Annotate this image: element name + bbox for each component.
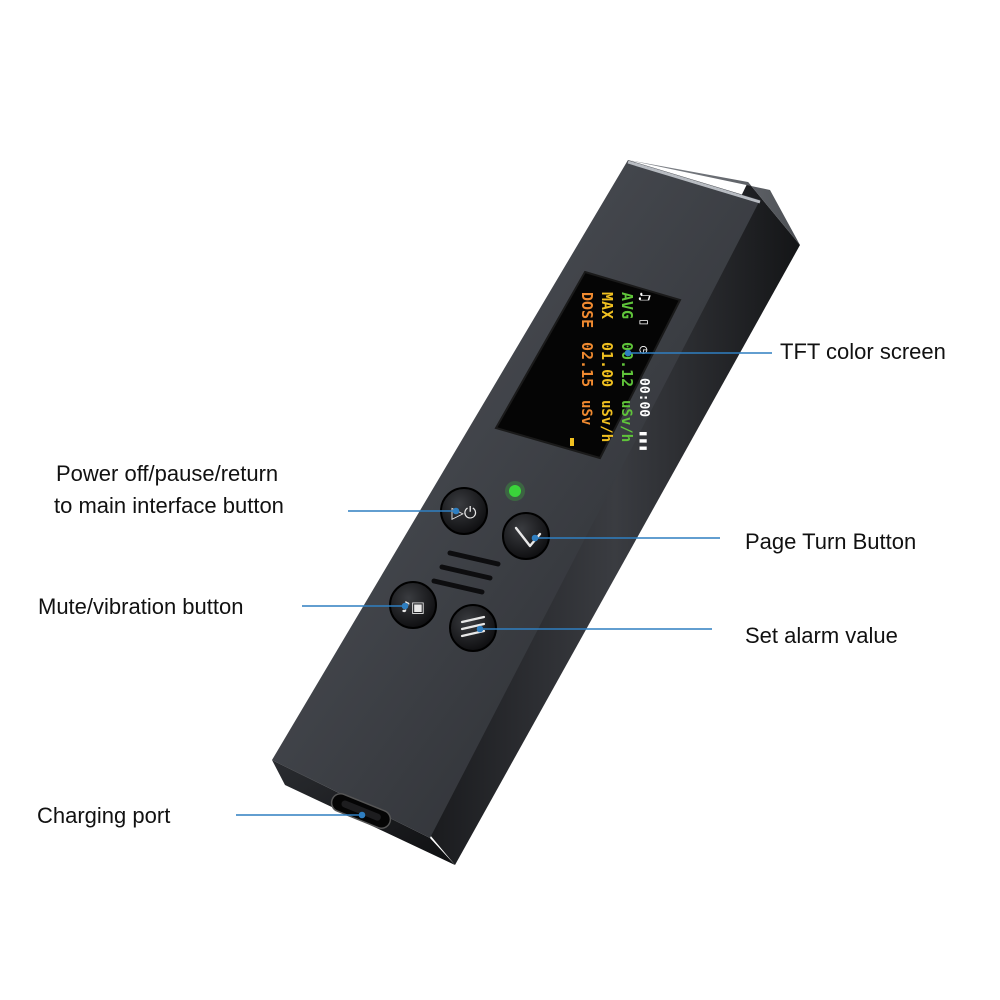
device-top-face [628, 160, 800, 245]
screen-avg-unit: uSv/h [618, 400, 634, 442]
callout-tft-screen: TFT color screen [780, 339, 946, 364]
screen-bell-icon: ♫ [636, 292, 654, 301]
screen-dose-value: 02.15 [578, 342, 596, 387]
status-led-glow [505, 481, 525, 501]
screen-dose-unit: uSv [578, 400, 594, 425]
tft-screen: ♫ ▯ ◷ 00:00 ▮▮▮ AVG 00.12 uSv/h MAX 01.0… [494, 270, 682, 460]
screen-clock-icon: ◷ [636, 346, 651, 354]
charging-port[interactable] [329, 791, 393, 831]
leader-lines [236, 349, 772, 819]
screen-level-bar [570, 438, 574, 446]
screen-avg-value: 00.12 [618, 342, 636, 387]
status-led [509, 485, 521, 497]
callout-power-line1: Power off/pause/return [56, 461, 279, 486]
screen-max-value: 01.00 [598, 342, 616, 387]
speaker-grille [431, 550, 501, 595]
screen-max-label: MAX [598, 292, 616, 319]
device-body [272, 160, 800, 865]
callout-set-alarm: Set alarm value [745, 623, 898, 648]
screen-dose-label: DOSE [578, 292, 596, 328]
device-edge-highlight [627, 160, 761, 204]
callout-power-line2: to main interface button [54, 493, 284, 518]
power-icon: ▷⏻ [452, 503, 477, 522]
callout-page-turn: Page Turn Button [745, 529, 917, 554]
mute-button[interactable]: ♪▣ [389, 581, 437, 629]
callout-power-button: Power off/pause/return to main interface… [54, 458, 284, 522]
screen-battery-icon: ▮▮▮ [637, 430, 651, 452]
mute-vibrate-icon: ♪▣ [401, 598, 425, 616]
page-turn-button[interactable] [502, 512, 550, 560]
screen-timer: 00:00 [636, 378, 651, 417]
screen-avg-label: AVG [618, 292, 636, 319]
callout-charging-port: Charging port [37, 803, 171, 828]
screen-max-unit: uSv/h [598, 400, 614, 442]
callout-mute-vibration: Mute/vibration button [38, 594, 244, 619]
alarm-button[interactable] [449, 604, 497, 652]
tft-screen-frame [494, 270, 682, 460]
screen-vibrate-icon: ▯ [636, 318, 652, 326]
